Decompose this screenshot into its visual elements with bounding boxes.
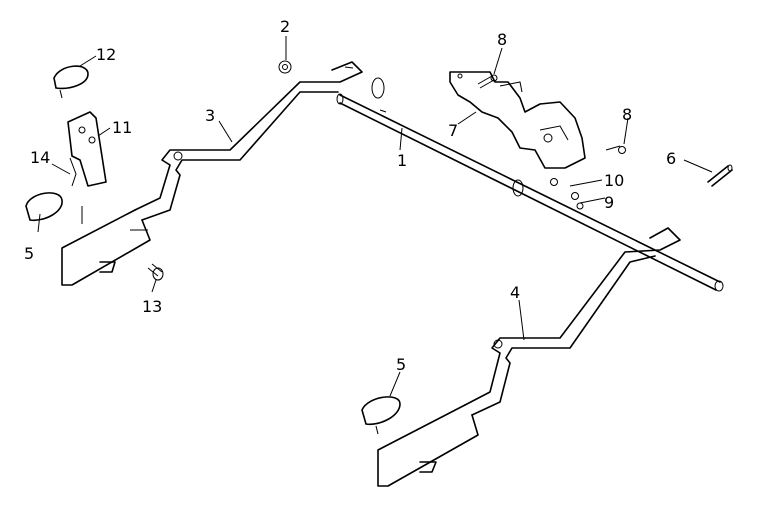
screw-top	[477, 74, 498, 89]
nut	[278, 60, 292, 74]
callout-4: 4	[510, 283, 520, 302]
callout-10: 10	[604, 171, 624, 190]
callout-12: 12	[96, 45, 116, 64]
screw-right	[605, 145, 626, 154]
callout-13: 13	[142, 297, 162, 316]
callout-8-right: 8	[622, 105, 632, 124]
left-lever	[61, 61, 363, 286]
callout-11: 11	[112, 118, 132, 137]
knob-left	[25, 192, 63, 222]
leader-lines	[37, 36, 713, 397]
callouts: 1 2 3 4 5 5 6 7 8 8 9 10 11 12 13 14	[24, 17, 676, 374]
right-lever	[377, 227, 681, 487]
callout-6: 6	[666, 149, 676, 168]
pin-spring	[707, 164, 733, 187]
callout-8-top: 8	[497, 30, 507, 49]
knob-top	[53, 65, 89, 99]
bracket-plate	[449, 71, 586, 169]
screw-lower	[147, 263, 164, 281]
spring	[69, 157, 77, 187]
callout-7: 7	[448, 121, 458, 140]
latch-plate	[67, 111, 107, 224]
callout-14: 14	[30, 148, 50, 167]
callout-5-lower: 5	[396, 355, 406, 374]
callout-9: 9	[604, 193, 614, 212]
callout-1: 1	[397, 151, 407, 170]
knob-lower	[361, 396, 401, 435]
callout-3: 3	[205, 106, 215, 125]
callout-5-left: 5	[24, 244, 34, 263]
callout-2: 2	[280, 17, 290, 36]
washer-nuts	[550, 178, 584, 210]
